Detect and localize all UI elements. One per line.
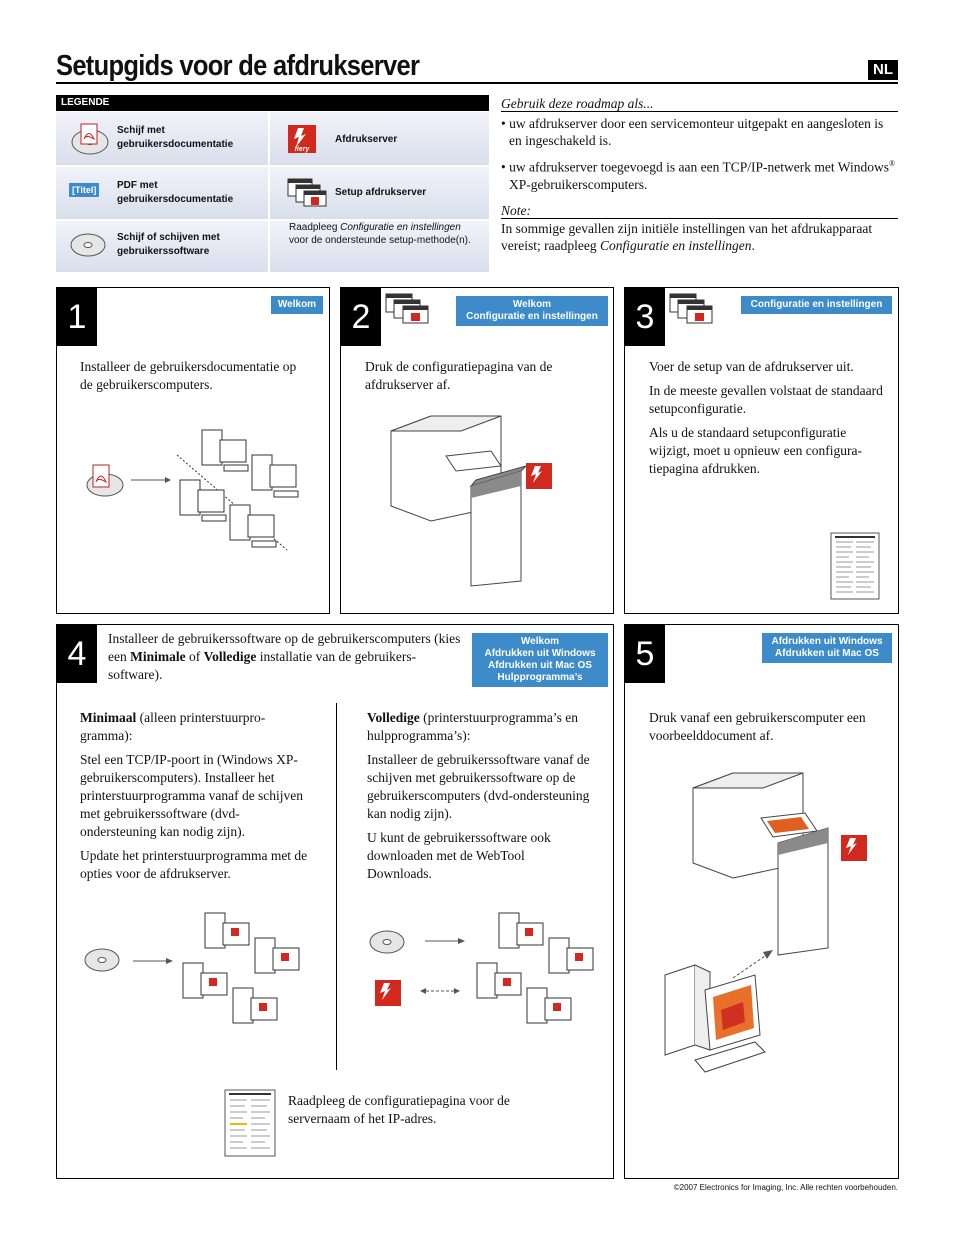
fiery-icon	[526, 463, 552, 489]
config-page-icon	[224, 1089, 276, 1157]
full-install-title: Volledige (printerstuurprogramma’s en hu…	[367, 710, 578, 743]
step-3-paragraph-1: Voer de setup van de afdrukserver uit.	[649, 359, 854, 374]
minimal-install-p2: Update het printerstuurprogramma met de …	[80, 848, 308, 881]
legend-label-software-disc: Schijf of schijven met gebruikerssoftwar…	[117, 232, 220, 257]
arrow-icon	[133, 958, 173, 964]
legend-label-pdf: PDF met gebruikersdocumentatie	[117, 180, 234, 205]
arrow-icon	[131, 477, 171, 483]
legend-heading: LEGENDE	[56, 95, 489, 111]
printer-server-illustration	[692, 772, 829, 956]
page-title: Setupgids voor de afdrukserver	[56, 50, 420, 82]
step-2-number: 2	[341, 288, 381, 346]
step-3-panel: 3 Configuratie en instellingen Voer de s…	[624, 287, 899, 614]
pdf-tag-icon: [Titel]	[69, 183, 100, 197]
legend-item-software-disc: Schijf of schijven met gebruikerssoftwar…	[56, 221, 268, 272]
roadmap-bullet-1: • uw afdrukserver door een servicemonteu…	[501, 116, 884, 148]
network-computers-icon	[476, 912, 594, 1024]
bidirectional-arrow-icon	[420, 988, 460, 994]
roadmap-bullet-2: • uw afdrukserver toegevoegd is aan een …	[501, 159, 896, 192]
title-rule	[56, 82, 898, 84]
minimal-install-title: Minimaal (alleen printerstuurpro-gramma)…	[80, 710, 266, 743]
note-rule	[501, 218, 898, 219]
step-4-intro: Installeer de gebruikerssoftware op de g…	[108, 631, 461, 682]
step-1-panel: 1 Welkom Installeer de gebruikersdocumen…	[56, 287, 330, 614]
dashed-arrow-icon	[732, 950, 773, 979]
step-4-number: 4	[57, 625, 97, 683]
svg-text:fiery: fiery	[295, 146, 311, 153]
roadmap-heading: Gebruik deze roadmap als...	[501, 96, 654, 111]
printer-server-illustration	[390, 415, 528, 587]
legend-label-setup: Setup afdrukserver	[335, 187, 427, 198]
full-install-p2: U kunt de gebruikerssoftware ook downloa…	[367, 830, 551, 881]
legend-item-pdf: [Titel] PDF met gebruikersdocumentatie	[56, 167, 268, 219]
step-1-text: Installeer de gebruikersdocumentatie op …	[80, 359, 297, 392]
legend-item-setup: Setup afdrukserver	[270, 167, 489, 219]
step-1-number: 1	[57, 288, 97, 346]
software-disc-icon	[70, 233, 106, 257]
software-disc-icon	[369, 930, 405, 954]
step-4-bottom-text: Raadpleeg de configuratiepagina voor de …	[288, 1093, 510, 1126]
full-install-p1: Installeer de gebruikerssoftware vanaf d…	[367, 752, 590, 821]
pdf-disc-icon	[86, 464, 124, 497]
legend-note: Raadpleeg Configuratie en instellingen v…	[289, 222, 471, 246]
pdf-disc-icon	[71, 123, 109, 155]
setup-windows-icon	[287, 178, 327, 207]
fiery-icon: fiery	[288, 125, 316, 153]
column-divider	[336, 703, 337, 1070]
step-5-text: Druk vanaf een gebruikerscomputer een vo…	[649, 710, 866, 743]
step-3-paragraph-2: In de meeste gevallen volstaat de standa…	[649, 383, 883, 416]
note-text: In sommige gevallen zijn initiële instel…	[501, 221, 873, 253]
step-3-paragraph-3: Als u de standaard setupconfiguratie wij…	[649, 425, 862, 476]
step-3-number: 3	[625, 288, 665, 346]
legend-label-server: Afdrukserver	[335, 134, 398, 145]
legend-item-doc-disc: Schijf met gebruikersdocumentatie	[56, 112, 268, 165]
fiery-icon	[841, 835, 867, 861]
software-disc-icon	[84, 948, 120, 972]
step-2-text: Druk de configuratiepagina van de afdruk…	[365, 359, 553, 392]
user-computer-illustration	[664, 964, 766, 1073]
step-1-badge: Welkom	[271, 296, 323, 314]
roadmap-rule	[501, 111, 898, 112]
minimal-install-section: Minimaal (alleen printerstuurpro-gramma)…	[80, 709, 310, 889]
language-badge: NL	[868, 60, 898, 80]
network-computers-icon	[182, 912, 300, 1024]
minimal-install-p1: Stel een TCP/IP-poort in (Windows XP-geb…	[80, 752, 304, 839]
config-page-icon	[830, 532, 880, 600]
legend-note-cell: Raadpleeg Configuratie en instellingen v…	[270, 221, 489, 272]
legend-label-doc-disc: Schijf met gebruikersdocumentatie	[117, 125, 234, 150]
note-heading: Note:	[501, 203, 531, 218]
copyright-footer: ©2007 Electronics for Imaging, Inc. Alle…	[673, 1183, 898, 1192]
step-4-panel: 4 Installeer de gebruikerssoftware op de…	[56, 624, 614, 1179]
network-computers-icon	[176, 429, 299, 551]
setup-windows-icon	[385, 293, 429, 324]
arrow-icon	[425, 938, 465, 944]
step-3-text: Voer de setup van de afdrukserver uit. I…	[649, 358, 884, 484]
step-3-badge: Configuratie en instellingen	[741, 296, 892, 314]
legend-item-server: fiery Afdrukserver	[270, 112, 489, 165]
step-5-number: 5	[625, 625, 665, 683]
setup-windows-icon	[669, 293, 713, 324]
full-install-section: Volledige (printerstuurprogramma’s en hu…	[367, 709, 592, 889]
fiery-icon	[375, 980, 401, 1006]
